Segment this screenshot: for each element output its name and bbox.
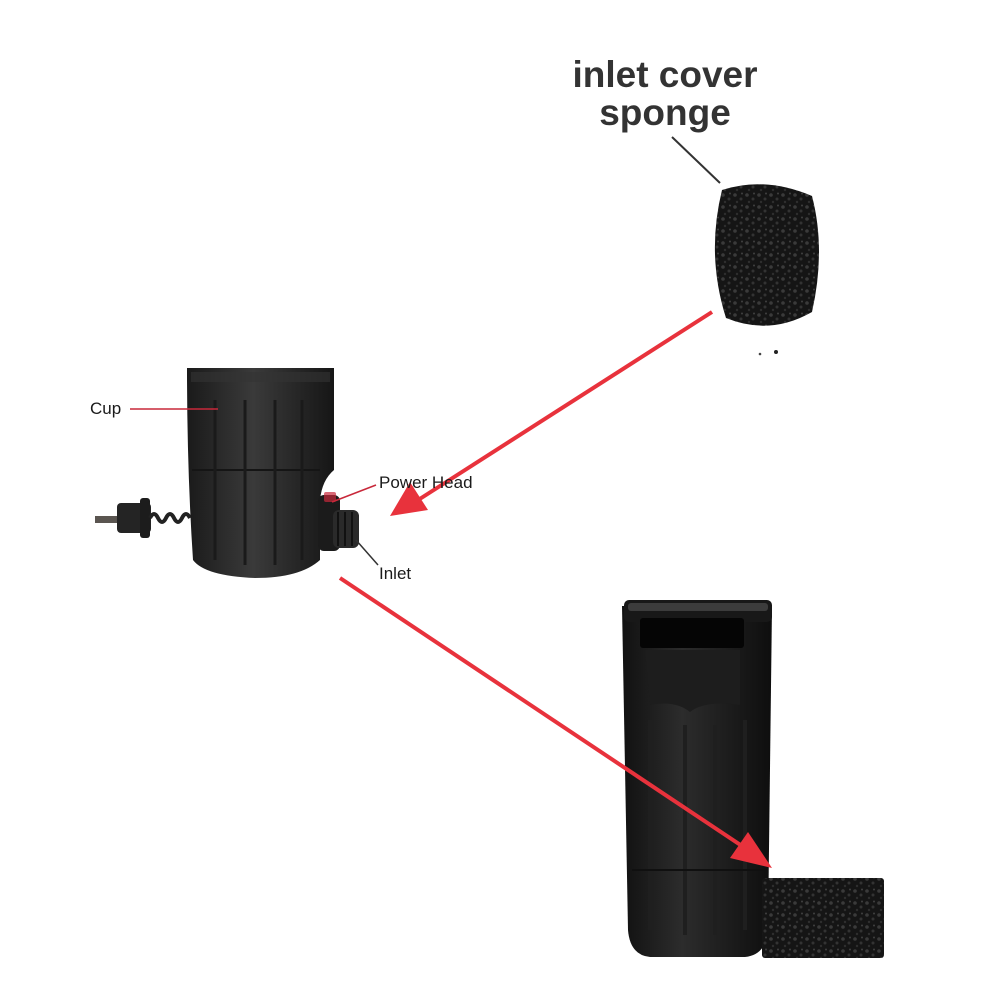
filter-sponge-block-image <box>762 878 884 958</box>
inlet-leader-line <box>356 540 378 565</box>
power-head-label: Power Head <box>379 474 473 492</box>
small-filter-image <box>95 368 359 578</box>
sponge-label: inlet cover sponge <box>515 56 815 132</box>
inlet-label: Inlet <box>379 565 411 583</box>
large-filter-image <box>622 600 772 957</box>
sponge-leader-line <box>672 137 720 183</box>
cup-label: Cup <box>90 400 121 418</box>
sponge-label-line-2: sponge <box>515 94 815 132</box>
sponge-label-line-1: inlet cover <box>515 56 815 94</box>
power-head-leader-line <box>332 485 376 502</box>
inlet-cover-sponge-image <box>715 184 819 355</box>
